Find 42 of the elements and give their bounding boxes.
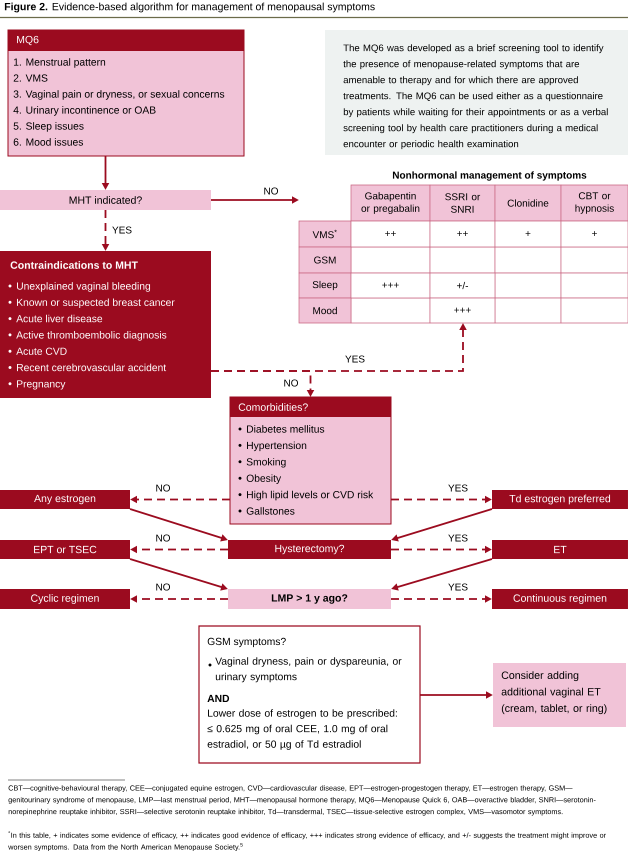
table-cell: Gabapentin or pregabalin [350,184,430,222]
note-box: The MQ6 was developed as a brief screening tool to identify the presence of menopause-related symptoms that are amenable to therapy and for which there are approved treatments. The MQ6 can be used either as a questionnaire by patients while waiting for their appointments or as a verbal screening tool by health care practitioners during a medical encounter or periodic health examination [325,30,628,155]
criteria-box: GSM symptoms? Vaginal dryness, pain or dyspareunia, or urinary symptoms AND Lower dose of estrogen to be prescribed: ≤ 0.625 mg of oral CEE, 1.0 mg of oral estradiol, or 50 µg of Td estradiol [198,625,421,764]
table-cell: VMS$^{*}$ [298,220,352,248]
table-cell: Clonidine [494,184,562,222]
figure-title: Figure 2. Evidence-based algorithm for management of menopausal symptoms [4,2,375,12]
edge-label: NO [154,582,172,592]
list-box: MQ6 1. Menstrual pattern 2. VMS 3. Vaginal pain or dryness, or sexual concerns 4. Urinary incontinence or OAB 5. Sleep issues 6. Mood issues [8,30,244,156]
table-cell: Sleep [298,272,352,298]
table-cell: ++ [430,220,496,248]
outcome-box: ET [492,540,628,559]
table-cell: +/- [430,272,496,298]
outcome-box: Any estrogen [0,490,130,509]
edge-label: YES [344,354,366,364]
table-cell: +++ [430,298,496,324]
edge-label: YES [447,483,469,493]
edge-label: NO [154,483,172,493]
decision-box: MHT indicated? [0,190,211,210]
table-cell: SSRI or SNRI [430,184,496,222]
recommendation-box: Consider adding additional vaginal ET (cream, tablet, or ring) [493,663,626,727]
outcome-box: Continuous regimen [492,589,628,609]
list-box: Contraindications to MHT Unexplained vaginal bleeding Known or suspected breast cancer Acute liver disease Active thromboembolic diagnosis Acute CVD Recent cerebrovascular accident Pregnancy [0,251,211,398]
table-cell: + [494,220,562,248]
edge-label: YES [111,225,133,235]
table-title: Nonhormonal management of symptoms [392,171,586,181]
edge-label: YES [447,582,469,592]
outcome-box: Td estrogen preferred [492,490,628,509]
edge-label: YES [447,533,469,543]
list-box: Comorbidities? Diabetes mellitus Hypertension Smoking Obesity High lipid levels or CVD risk Gallstones [230,396,392,524]
outcome-box: Hysterectomy? [228,540,391,559]
outcome-box: Cyclic regimen [0,589,130,609]
edge-label: NO [262,186,280,196]
table-cell: CBT or hypnosis [560,184,628,222]
table-cell: Mood [298,298,352,324]
outcome-box: EPT or TSEC [0,540,130,559]
edge-label: NO [154,533,172,543]
edge-label: NO [282,378,300,388]
table-cell: ++ [350,220,430,248]
table-cell: + [560,220,628,248]
table-cell: GSM [298,246,352,274]
decision-box: LMP > 1 y ago? [228,589,391,609]
table-cell: +++ [350,272,430,298]
